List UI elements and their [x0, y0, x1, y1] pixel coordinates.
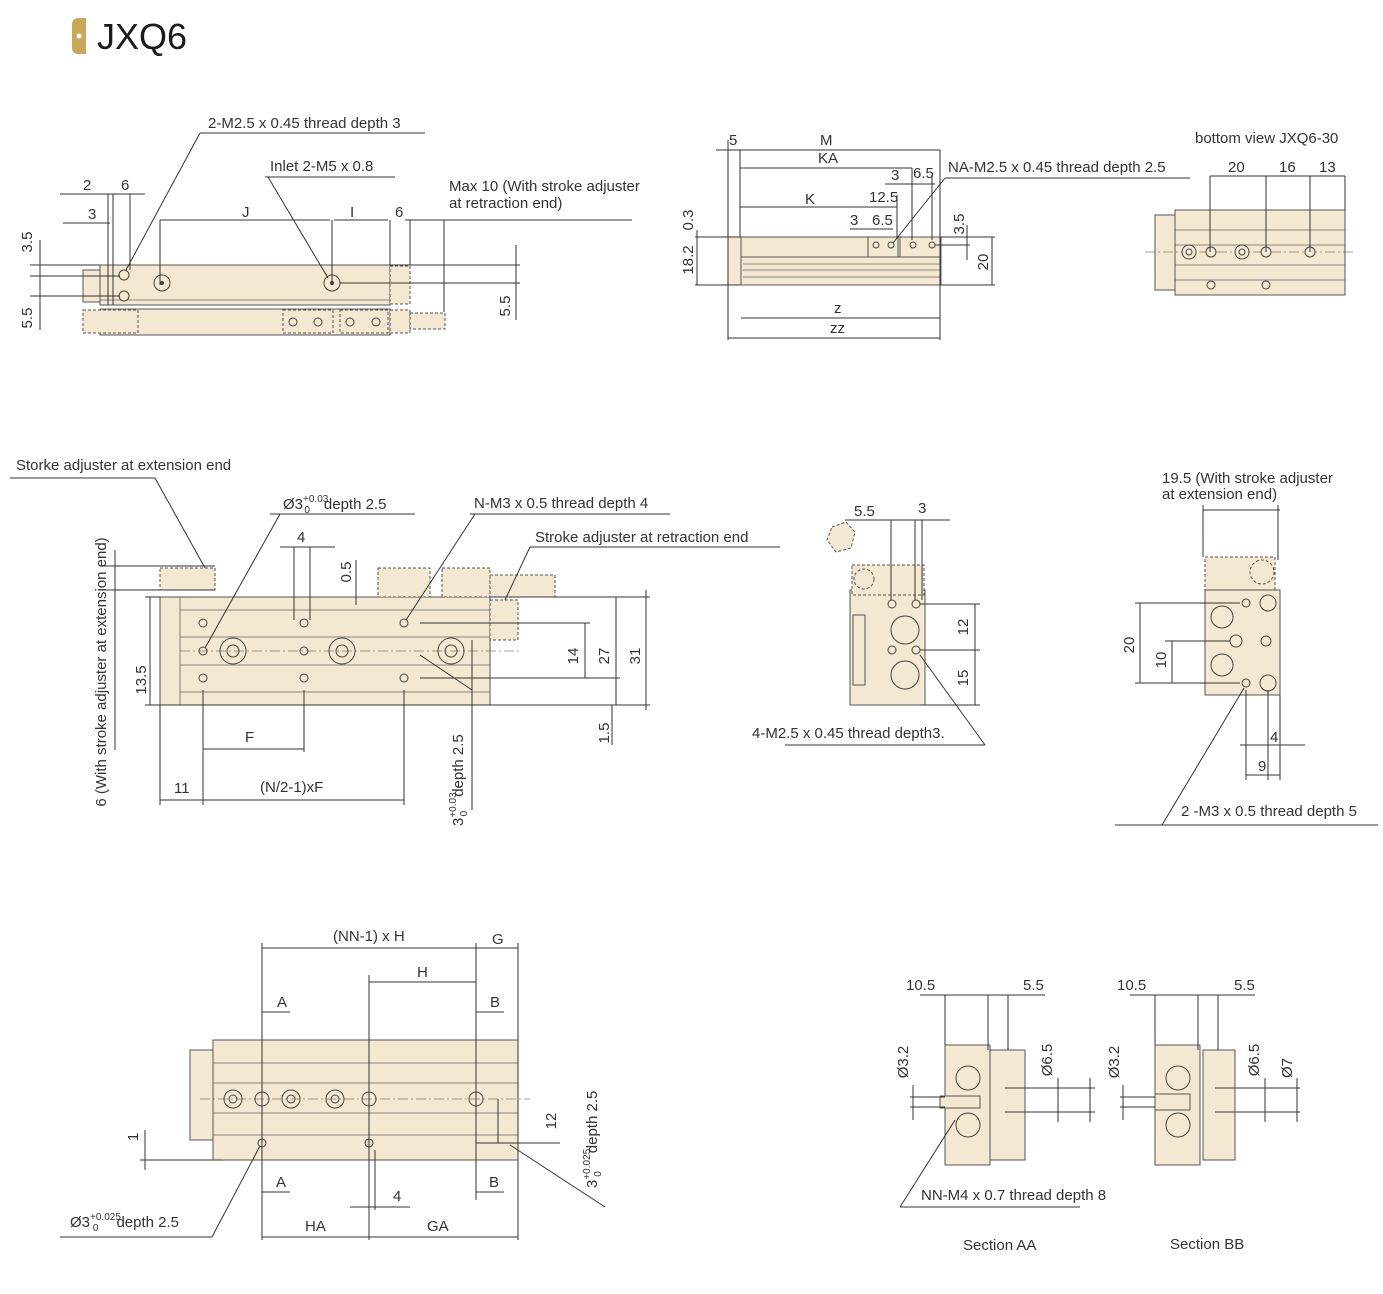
section-mark-a: A	[276, 1174, 286, 1191]
dim-label: 20	[1121, 637, 1138, 654]
dim-label: 5.5	[1023, 977, 1044, 994]
dim-label: (N/2-1)xF	[260, 779, 323, 796]
dim-label: KA	[818, 150, 838, 167]
dim-label: 11	[174, 780, 190, 797]
callout-ret-adjuster: Stroke adjuster at retraction end	[535, 529, 748, 546]
dim-label: 1.5	[596, 723, 613, 744]
vertical-ext-adjuster: 6 (With stroke adjuster at extension end…	[93, 537, 110, 806]
dim-label: 18.2	[680, 245, 697, 274]
dim-label: HA	[305, 1218, 326, 1235]
callout-thread: 2 -M3 x 0.5 thread depth 5	[1181, 803, 1357, 820]
end-view: 5.5 3 12 15 4-M2.5 x 0.45 thread depth3.	[752, 500, 986, 746]
section-mark-a: A	[277, 994, 287, 1011]
dim-label: 10.5	[906, 977, 935, 994]
dim-label: I	[350, 204, 354, 221]
dim-label: 16	[1279, 159, 1296, 176]
dim-label: 12	[543, 1113, 560, 1130]
section-mark-b: B	[490, 994, 500, 1011]
dim-label: 5.5	[497, 296, 514, 317]
top-view: Storke adjuster at extension end Ø3+0.03…	[10, 457, 780, 826]
dim-label: 6.5	[872, 212, 893, 229]
dim-label: 14	[565, 648, 582, 665]
dim-label: 12	[955, 619, 972, 636]
dim-label: 4	[393, 1188, 401, 1205]
dim-label: 13.5	[133, 665, 150, 694]
callout-thread: 2-M2.5 x 0.45 thread depth 3	[208, 115, 401, 132]
dim-label: K	[805, 191, 815, 208]
dim-label: 5.5	[1234, 977, 1255, 994]
dim-label: 20	[1228, 159, 1245, 176]
page-title: JXQ6	[97, 16, 187, 57]
dim-label: 6.5	[913, 165, 934, 182]
dim-label: Ø6.5	[1039, 1044, 1056, 1077]
dim-label: J	[242, 204, 250, 221]
section-mark-b: B	[489, 1174, 499, 1191]
bottom-view: bottom view JXQ6-30 20 16 13	[1145, 130, 1355, 296]
callout-max-line2: at retraction end)	[449, 195, 562, 212]
table-view: (NN-1) x H G H A B A B 1 12 4 HA GA Ø3+0…	[60, 928, 606, 1240]
dim-label: 15	[955, 670, 972, 687]
dim-label: zz	[830, 320, 845, 337]
dim-label: Ø3.2	[1106, 1046, 1123, 1079]
dim-label: 3.5	[951, 214, 968, 235]
dim-label: 3	[918, 500, 926, 517]
callout-ext-adjuster: Storke adjuster at extension end	[16, 457, 231, 474]
callout-max-line1: Max 10 (With stroke adjuster	[449, 178, 640, 195]
dim-label: 3	[88, 206, 96, 223]
dim-label: 9	[1258, 758, 1266, 775]
section-label: Section AA	[963, 1237, 1036, 1254]
callout-thread: NA-M2.5 x 0.45 thread depth 2.5	[948, 159, 1166, 176]
front-view: 5 M KA 3 6.5 NA-M2.5 x 0.45 thread depth…	[680, 132, 1190, 340]
dim-label: Ø6.5	[1246, 1044, 1263, 1077]
dim-label: 10	[1153, 652, 1170, 669]
dim-label: z	[834, 300, 842, 317]
dim-label: 31	[627, 648, 644, 665]
dim-label: 5.5	[19, 308, 36, 329]
section-aa: 10.5 5.5 Ø3.2 Ø6.5 NN-M4 x 0.7 thread de…	[895, 977, 1106, 1254]
dim-label: G	[492, 931, 504, 948]
callout-thread: N-M3 x 0.5 thread depth 4	[474, 495, 648, 512]
dim-label: 3	[850, 212, 858, 229]
dim-label: 4	[1270, 729, 1278, 746]
dim-label: GA	[427, 1218, 449, 1235]
dim-label: M	[820, 132, 833, 149]
view-title: bottom view JXQ6-30	[1195, 130, 1338, 147]
end-view-adjuster: 19.5 (With stroke adjuster at extension …	[1115, 470, 1378, 826]
dim-label: 10.5	[1117, 977, 1146, 994]
section-bb: 10.5 5.5 Ø3.2 Ø6.5 Ø7 Section BB	[1106, 977, 1300, 1253]
header: JXQ6	[72, 16, 187, 57]
dim-label: 5.5	[854, 503, 875, 520]
dim-label: (NN-1) x H	[333, 928, 405, 945]
dim-label: H	[417, 964, 428, 981]
callout-inlet: Inlet 2-M5 x 0.8	[270, 158, 373, 175]
callout-thread: NN-M4 x 0.7 thread depth 8	[921, 1187, 1106, 1204]
vertical-pin-hole: 3+0.0250depth 2.5	[582, 1091, 604, 1188]
dim-label: 3	[891, 167, 899, 184]
section-label: Section BB	[1170, 1236, 1244, 1253]
dim-label: 0.5	[338, 562, 355, 583]
dim-label: 5	[729, 132, 737, 149]
dim-label: 6	[395, 204, 403, 221]
dim-label: 20	[975, 254, 992, 271]
dim-label: 27	[596, 648, 613, 665]
vertical-pin-hole: 3+0.030depth 2.5	[448, 734, 470, 826]
callout-thread: 4-M2.5 x 0.45 thread depth3.	[752, 725, 945, 742]
callout-line2: at extension end)	[1162, 486, 1277, 503]
dim-label: 6	[121, 177, 129, 194]
dim-label: 3.5	[19, 232, 36, 253]
dim-label: Ø7	[1279, 1058, 1296, 1078]
dim-label: 4	[297, 529, 305, 546]
dim-label: 12.5	[869, 189, 898, 206]
callout-line1: 19.5 (With stroke adjuster	[1162, 470, 1333, 487]
dim-label: Ø3.2	[895, 1046, 912, 1079]
dim-label: 2	[83, 177, 91, 194]
dim-label: 0.3	[680, 210, 697, 231]
dim-label: F	[245, 729, 254, 746]
dim-label: 1	[125, 1133, 142, 1141]
side-view: 2-M2.5 x 0.45 thread depth 3 Inlet 2-M5 …	[19, 115, 640, 336]
dim-label: 13	[1319, 159, 1336, 176]
